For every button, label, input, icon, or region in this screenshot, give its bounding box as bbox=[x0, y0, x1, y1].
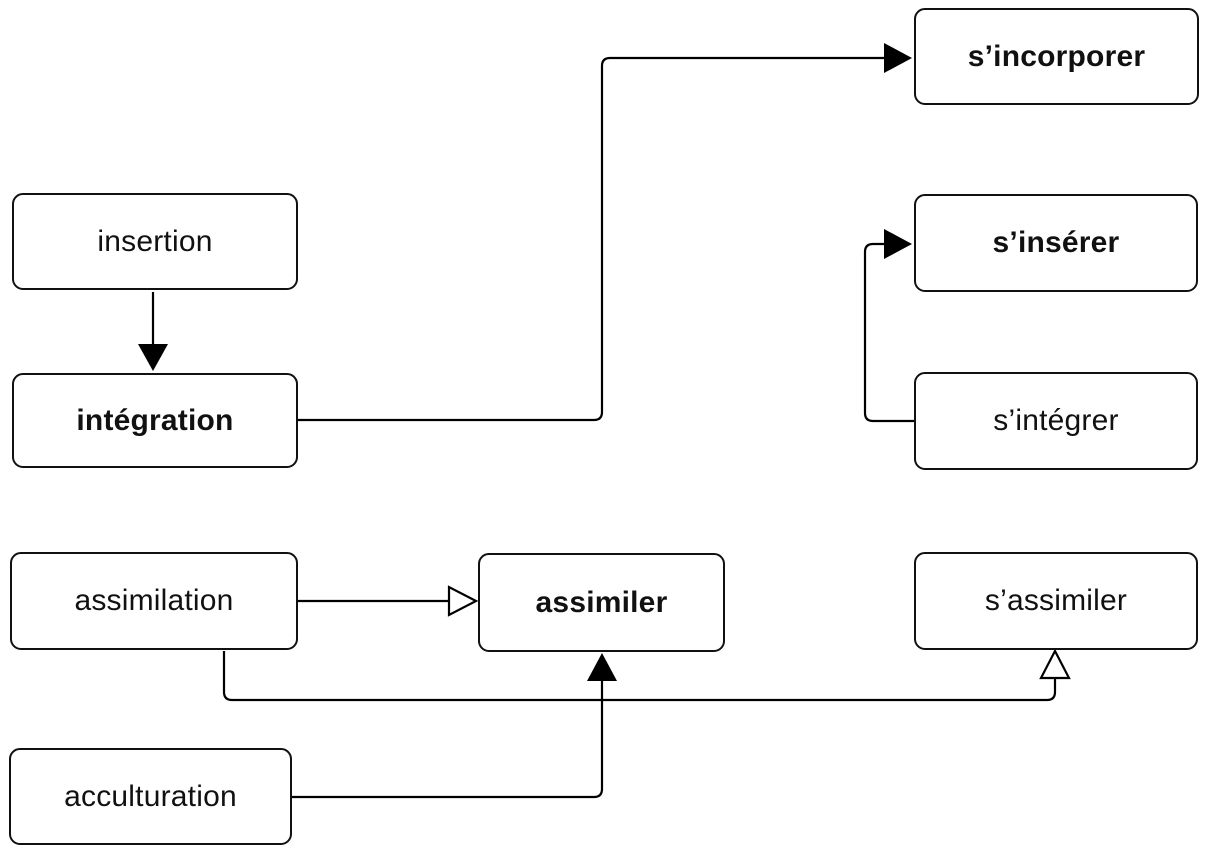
node-integration: intégration bbox=[12, 373, 298, 468]
node-assimilation-label: assimilation bbox=[74, 584, 234, 617]
node-s-inserer: s’insérer bbox=[914, 194, 1198, 292]
node-assimiler-label: assimiler bbox=[535, 585, 668, 619]
node-s-integrer-label: s’intégrer bbox=[993, 404, 1119, 437]
node-insertion-label: insertion bbox=[97, 224, 213, 258]
node-s-inserer-label: s’insérer bbox=[992, 226, 1120, 259]
arrowhead-filled-down-icon bbox=[138, 344, 168, 371]
arrowhead-filled-right-icon bbox=[884, 229, 912, 259]
node-s-integrer: s’intégrer bbox=[914, 372, 1198, 470]
node-integration-label: intégration bbox=[76, 403, 234, 437]
arrowhead-filled-up-icon bbox=[587, 653, 617, 681]
node-s-assimiler: s’assimiler bbox=[914, 552, 1198, 650]
edge-assimilation-sassimiler bbox=[222, 651, 1057, 702]
edge-sintegrer-sinserer bbox=[863, 242, 914, 423]
edge-acculturation-assimiler bbox=[292, 681, 604, 799]
arrowhead-filled-right-icon bbox=[884, 43, 912, 73]
node-s-incorporer: s’incorporer bbox=[914, 8, 1199, 105]
node-assimilation: assimilation bbox=[10, 552, 298, 650]
edge-integration-sincorporer bbox=[298, 56, 884, 422]
node-assimiler: assimiler bbox=[478, 553, 725, 652]
node-insertion: insertion bbox=[12, 193, 298, 290]
node-s-assimiler-label: s’assimiler bbox=[984, 584, 1128, 617]
arrowhead-open-up-icon bbox=[1039, 648, 1071, 680]
node-acculturation: acculturation bbox=[9, 748, 292, 845]
node-acculturation-label: acculturation bbox=[64, 779, 237, 813]
node-s-incorporer-label: s’incorporer bbox=[967, 39, 1146, 73]
arrowhead-open-right-icon bbox=[447, 585, 479, 617]
